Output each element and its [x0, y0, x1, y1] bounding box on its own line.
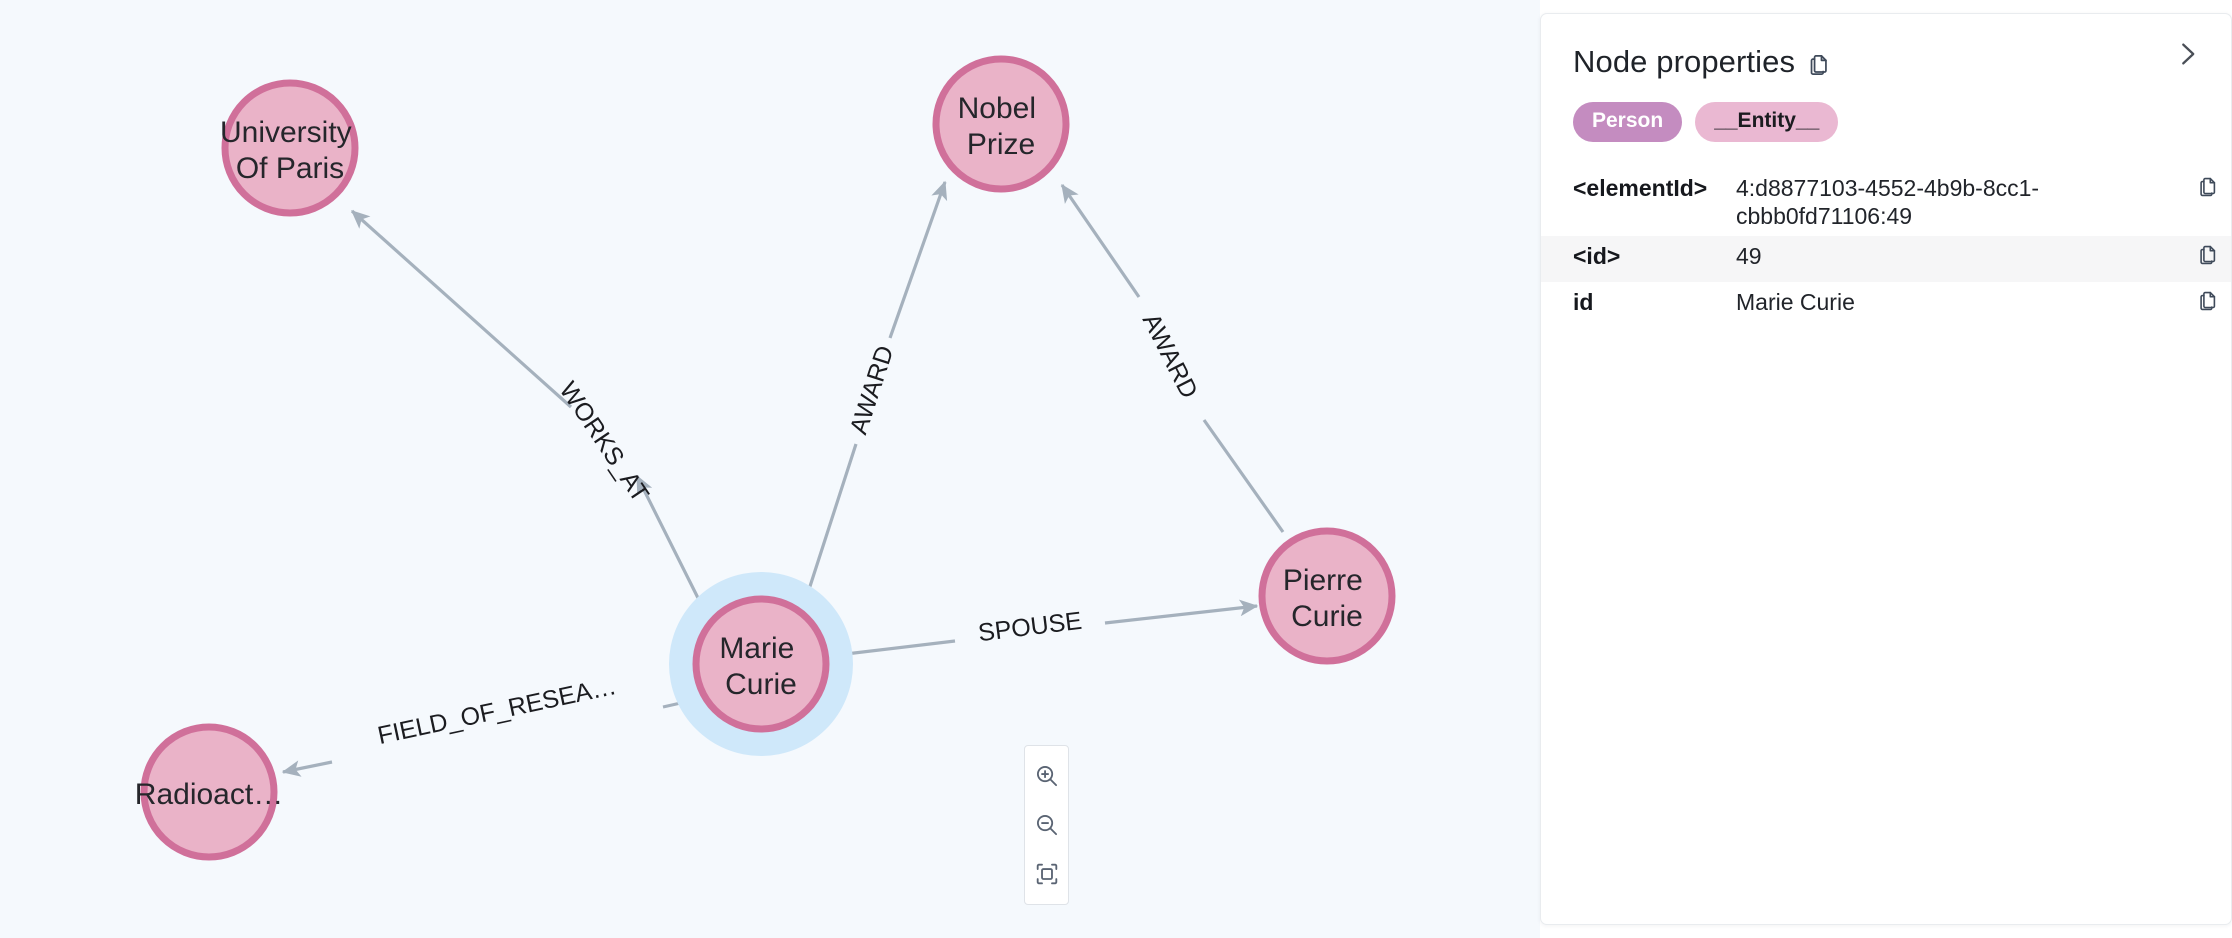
- copy-property-button[interactable]: [2185, 288, 2231, 313]
- zoom-out-icon: [1036, 814, 1057, 836]
- node-nobel-prize[interactable]: Nobel Prize: [932, 55, 1070, 193]
- copy-property-button[interactable]: [2185, 242, 2231, 267]
- edge-label-field-of-research: FIELD_OF_RESEA…: [375, 672, 619, 750]
- node-pierre-curie[interactable]: Pierre Curie: [1258, 527, 1396, 665]
- node-marie-curie[interactable]: Marie Curie: [669, 572, 853, 756]
- edge-spouse[interactable]: SPOUSE: [828, 599, 1259, 658]
- properties-table: <elementId> 4:d8877103-4552-4b9b-8cc1-cb…: [1541, 168, 2231, 328]
- copy-icon: [2200, 246, 2216, 265]
- zoom-in-icon: [1036, 766, 1057, 787]
- copy-icon: [1810, 55, 1827, 75]
- node-label-badge-person[interactable]: Person: [1573, 102, 1683, 143]
- property-key: <elementId>: [1573, 175, 1708, 202]
- nodes-layer: University Of Paris Nobel Prize: [135, 55, 1396, 861]
- graph-canvas[interactable]: WORKS_AT AWARD AWARD: [0, 0, 1540, 938]
- table-row: <elementId> 4:d8877103-4552-4b9b-8cc1-cb…: [1541, 168, 2231, 236]
- fit-to-screen-icon: [1036, 863, 1057, 884]
- fit-to-screen-button[interactable]: [1028, 852, 1066, 896]
- table-row: id Marie Curie: [1541, 282, 2231, 328]
- property-key: id: [1573, 289, 1594, 316]
- edge-label-spouse: SPOUSE: [977, 607, 1084, 647]
- copy-all-properties-icon[interactable]: [1806, 52, 1832, 78]
- edge-award-pierre[interactable]: AWARD: [1060, 183, 1285, 533]
- chevron-right-icon: [2182, 43, 2195, 65]
- edge-award-marie[interactable]: AWARD: [801, 180, 948, 609]
- zoom-in-button[interactable]: [1028, 754, 1066, 798]
- node-radioactivity[interactable]: Radioact…: [135, 723, 283, 861]
- table-row: <id> 49: [1541, 236, 2231, 283]
- panel-header: Node properties: [1541, 14, 2231, 80]
- property-value: 4:d8877103-4552-4b9b-8cc1-cbbb0fd71106:4…: [1736, 175, 2040, 230]
- page-title: Node properties: [1573, 44, 1796, 79]
- property-key: <id>: [1573, 243, 1621, 270]
- edge-label-award-pierre: AWARD: [1137, 309, 1203, 403]
- copy-property-button[interactable]: [2185, 174, 2231, 199]
- zoom-out-button[interactable]: [1028, 803, 1066, 847]
- node-properties-panel: Node properties Person __Entity__ <eleme…: [1540, 13, 2232, 925]
- copy-icon: [2200, 177, 2216, 197]
- edge-label-works-at: WORKS_AT: [554, 377, 655, 507]
- zoom-controls: [1024, 745, 1069, 905]
- edge-works-at[interactable]: WORKS_AT: [350, 209, 710, 619]
- property-value: 49: [1736, 243, 1762, 270]
- edge-field-of-research[interactable]: FIELD_OF_RESEA…: [281, 672, 695, 777]
- node-labels-badges: Person __Entity__: [1541, 80, 2231, 143]
- edge-label-award-marie: AWARD: [845, 342, 900, 437]
- property-value: Marie Curie: [1736, 289, 1855, 316]
- node-label-badge-entity[interactable]: __Entity__: [1695, 102, 1839, 143]
- node-university-of-paris[interactable]: University Of Paris: [220, 79, 360, 217]
- copy-icon: [2200, 292, 2216, 311]
- graph-svg: WORKS_AT AWARD AWARD: [135, 55, 1396, 861]
- close-panel-button[interactable]: [2165, 32, 2209, 76]
